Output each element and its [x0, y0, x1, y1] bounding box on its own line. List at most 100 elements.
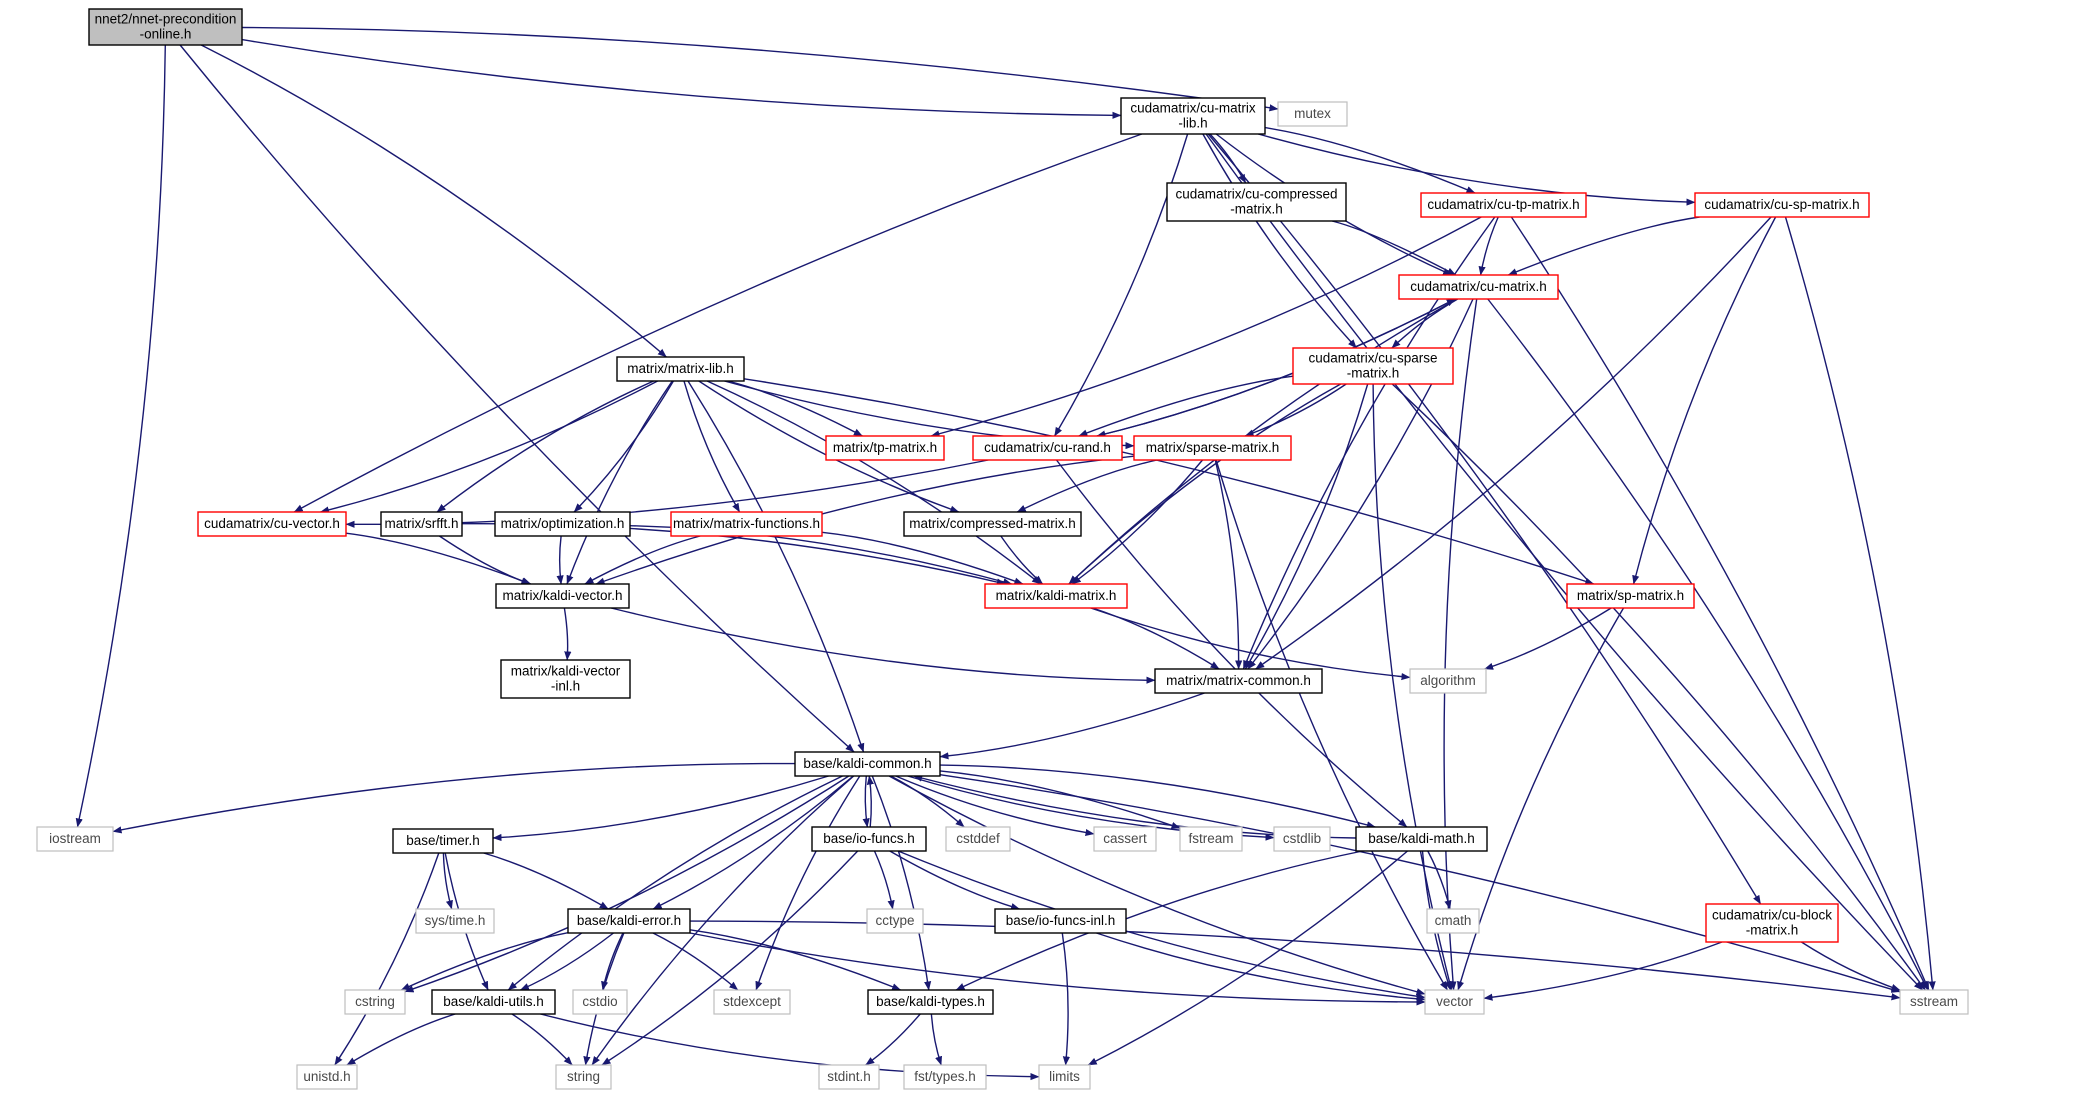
edge-kcommon-to-stdexcept [755, 775, 861, 991]
node-ioinl[interactable]: base/io-funcs-inl.h [994, 908, 1127, 934]
edge-ktypes-to-stdint [865, 1013, 921, 1066]
node-box [866, 908, 924, 934]
node-label: sstream [1910, 994, 1958, 1009]
node-compmat[interactable]: matrix/compressed-matrix.h [903, 511, 1082, 537]
node-iostream: iostream [36, 826, 114, 852]
edge-kcommon-to-ktypes [871, 775, 932, 991]
node-box [818, 1064, 880, 1090]
node-stdint: stdint.h [818, 1064, 880, 1090]
node-label: cudamatrix/cu-tp-matrix.h [1427, 197, 1579, 212]
node-curand[interactable]: cudamatrix/cu-rand.h [972, 435, 1123, 461]
node-label: vector [1436, 994, 1473, 1009]
node-root[interactable]: nnet2/nnet-precondition-online.h [88, 8, 243, 46]
node-label: cstdlib [1283, 831, 1321, 846]
edge-kvec-to-kvecinl [563, 607, 572, 661]
node-box [713, 989, 791, 1015]
node-mcommon[interactable]: matrix/matrix-common.h [1154, 668, 1323, 694]
node-label: cstdio [582, 994, 617, 1009]
edge-cusp-to-cumat [1507, 216, 1700, 276]
edge-matlib-to-kvec [566, 380, 673, 585]
node-kvecinl[interactable]: matrix/kaldi-vector-inl.h [500, 659, 631, 699]
node-string: string [555, 1064, 612, 1090]
node-box [1899, 989, 1969, 1015]
node-box [1566, 583, 1695, 609]
edge-culib-to-sstream [1205, 133, 1924, 991]
node-kutils[interactable]: base/kaldi-utils.h [431, 989, 556, 1015]
node-box [1292, 347, 1454, 385]
node-cstdio: cstdio [572, 989, 628, 1015]
edge-sparse-to-kvec [595, 455, 1135, 585]
node-spmat[interactable]: matrix/sp-matrix.h [1566, 583, 1695, 609]
edge-cuvec-to-kvec [345, 532, 532, 585]
node-kcommon[interactable]: base/kaldi-common.h [794, 751, 941, 777]
node-kerror[interactable]: base/kaldi-error.h [567, 908, 691, 934]
edge-cumat-to-cusparse [1391, 298, 1459, 349]
edge-root-to-matlib [200, 44, 667, 358]
node-cstdlib: cstdlib [1273, 826, 1331, 852]
node-label: matrix/sp-matrix.h [1577, 588, 1684, 603]
node-matfun[interactable]: matrix/matrix-functions.h [670, 511, 823, 537]
node-label: cstddef [956, 831, 1000, 846]
node-box [567, 908, 691, 934]
edge-cublock-to-vector [1483, 941, 1723, 1001]
edge-kmat-to-algorithm [1090, 607, 1411, 681]
edge-timer-to-kerror [483, 852, 609, 910]
node-kvec[interactable]: matrix/kaldi-vector.h [495, 583, 630, 609]
node-box [1424, 989, 1485, 1015]
node-iofuncs[interactable]: base/io-funcs.h [811, 826, 927, 852]
node-cuvec[interactable]: cudamatrix/cu-vector.h [197, 511, 347, 537]
edge-root-to-kcommon [179, 44, 855, 753]
edge-culib-to-cuvec [293, 133, 1143, 513]
node-label: cudamatrix/cu-matrix.h [1410, 279, 1547, 294]
node-cucomp[interactable]: cudamatrix/cu-compressed-matrix.h [1166, 182, 1347, 222]
edge-kcommon-to-kerror [652, 775, 854, 910]
edge-cumat-to-sstream [1487, 298, 1929, 991]
node-label: cctype [875, 913, 914, 928]
node-label: limits [1049, 1069, 1080, 1084]
node-box [494, 511, 631, 537]
node-label: matrix/matrix-functions.h [673, 516, 820, 531]
node-label: matrix/optimization.h [501, 516, 625, 531]
node-cusp[interactable]: cudamatrix/cu-sp-matrix.h [1694, 192, 1870, 218]
edge-sparse-to-compmat [1016, 459, 1158, 513]
edge-iofuncs-to-kcommon [866, 775, 874, 828]
edge-compmat-to-kmat [1000, 535, 1044, 585]
node-ktypes[interactable]: base/kaldi-types.h [867, 989, 994, 1015]
node-unistd: unistd.h [296, 1064, 358, 1090]
node-cumat[interactable]: cudamatrix/cu-matrix.h [1398, 274, 1559, 300]
node-label: cudamatrix/cu-vector.h [204, 516, 340, 531]
node-timer[interactable]: base/timer.h [392, 828, 494, 854]
edge-cublock-to-sstream [1801, 941, 1901, 991]
node-kmath[interactable]: base/kaldi-math.h [1355, 826, 1488, 852]
edge-kcommon-to-sstream [939, 774, 1901, 993]
node-matlib[interactable]: matrix/matrix-lib.h [616, 356, 745, 382]
node-label: cudamatrix/cu-matrix [1130, 101, 1256, 116]
edge-culib-to-curand [1053, 133, 1189, 437]
node-kmat[interactable]: matrix/kaldi-matrix.h [984, 583, 1128, 609]
node-layer: nnet2/nnet-precondition-online.hmutexcud… [36, 8, 1969, 1090]
node-stdexcept: stdexcept [713, 989, 791, 1015]
node-label: cassert [1103, 831, 1147, 846]
edge-kmath-to-cmath [1427, 850, 1452, 910]
node-cublock[interactable]: cudamatrix/cu-block-matrix.h [1705, 903, 1839, 943]
edge-kcommon-to-iofuncs [862, 775, 870, 828]
node-box [1409, 668, 1487, 694]
node-culib[interactable]: cudamatrix/cu-matrix-lib.h [1120, 97, 1266, 135]
node-box [197, 511, 347, 537]
node-sparse[interactable]: matrix/sparse-matrix.h [1133, 435, 1292, 461]
node-cutp[interactable]: cudamatrix/cu-tp-matrix.h [1420, 192, 1587, 218]
node-label: -matrix.h [1230, 202, 1283, 217]
node-label: algorithm [1420, 673, 1476, 688]
edge-cutp-to-tp [930, 216, 1482, 438]
node-label: matrix/kaldi-vector.h [502, 588, 622, 603]
node-tp[interactable]: matrix/tp-matrix.h [825, 435, 945, 461]
node-srfft[interactable]: matrix/srfft.h [380, 511, 463, 537]
edge-kcommon-to-kmath [939, 764, 1376, 829]
edge-kmat-to-mcommon [1092, 607, 1220, 670]
edge-kcommon-to-iostream [112, 762, 796, 834]
node-cusparse[interactable]: cudamatrix/cu-sparse-matrix.h [1292, 347, 1454, 385]
node-optim[interactable]: matrix/optimization.h [494, 511, 631, 537]
node-box [616, 356, 745, 382]
edge-kerror-to-stdexcept [652, 932, 739, 991]
node-label: cstring [355, 994, 395, 1009]
